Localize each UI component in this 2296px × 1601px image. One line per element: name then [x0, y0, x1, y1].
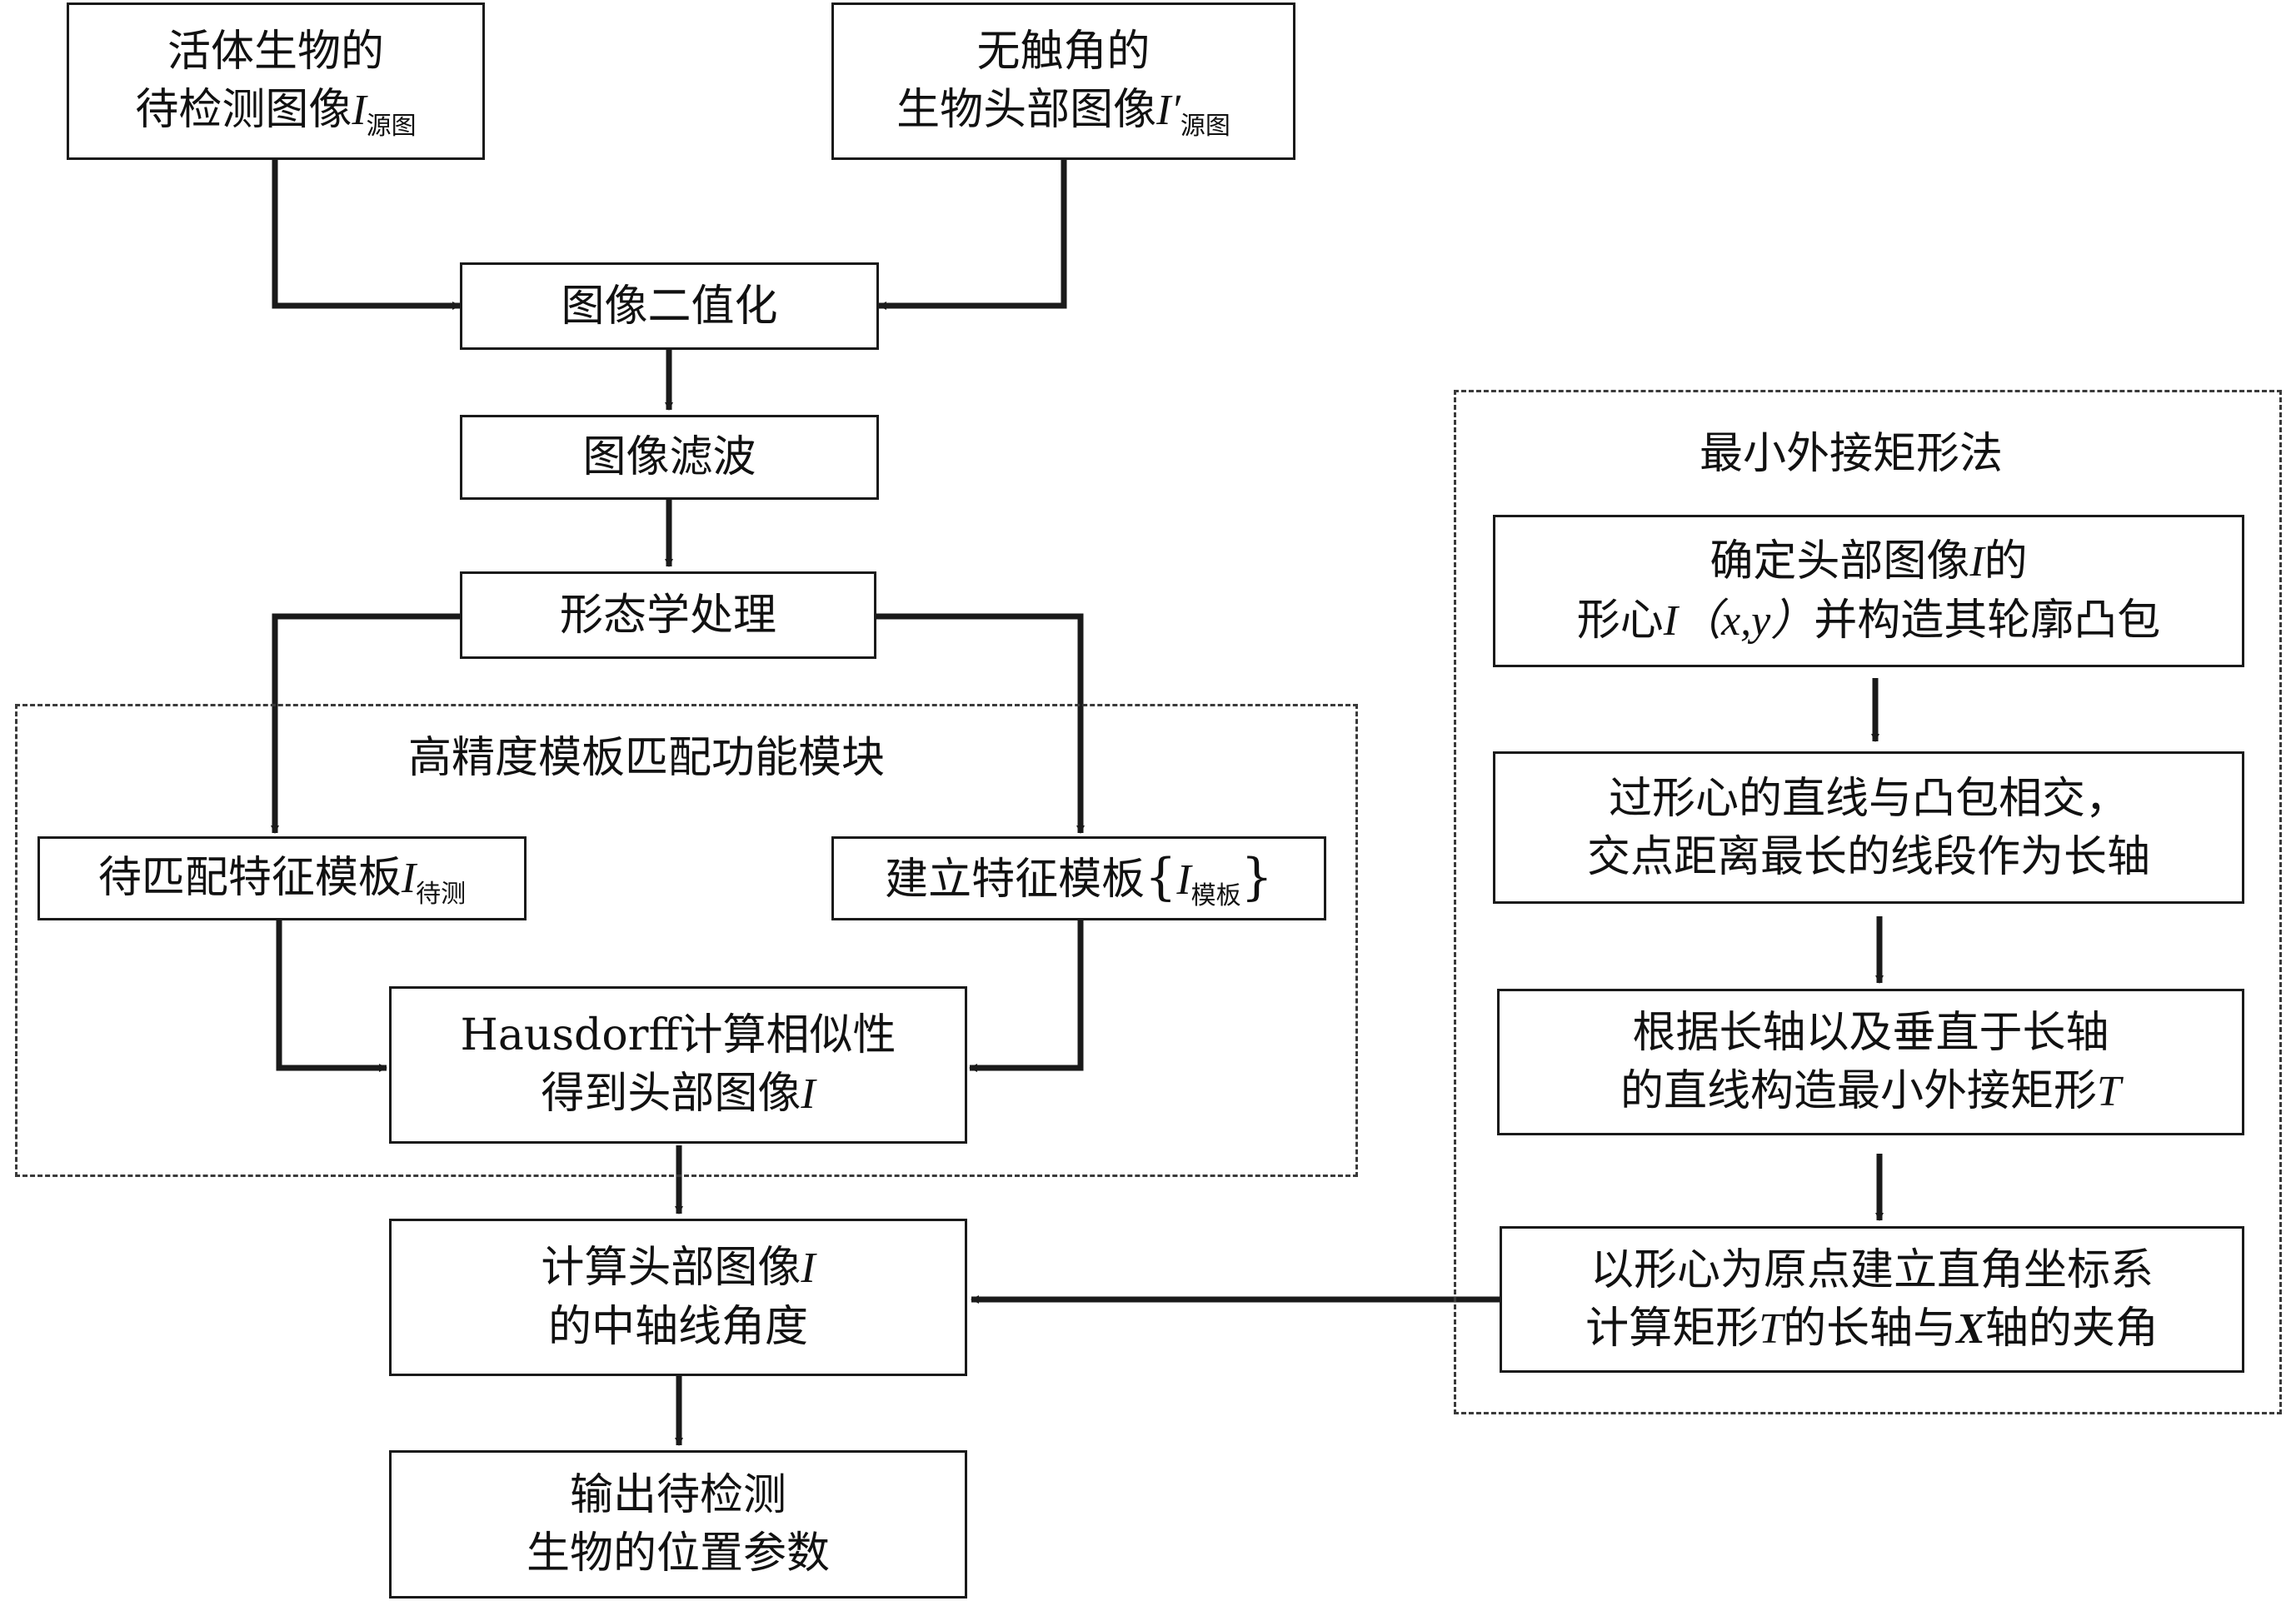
- hausdorff-line2: 得到头部图像I: [541, 1069, 816, 1119]
- output-line2: 生物的位置参数: [526, 1529, 830, 1579]
- binarize-step: 图像二值化: [460, 262, 879, 350]
- match-module-title: 高精度模板匹配功能模块: [408, 733, 886, 783]
- rect-step-axis-angle: 以形心为原点建立直角坐标系 计算矩形T的长轴与X轴的夹角: [1500, 1226, 2244, 1373]
- rect-step-min-rect-line2: 的直线构造最小外接矩形T: [1620, 1065, 2121, 1116]
- rect-method-group: [1454, 390, 2282, 1414]
- rect-method-title: 最小外接矩形法: [1700, 429, 2004, 479]
- rect-step-long-axis-line1: 过形心的直线与凸包相交，: [1608, 773, 2129, 824]
- build-template: 建立特征模板{I模板}: [831, 836, 1326, 920]
- rect-step-long-axis-line2: 交点距离最长的线段作为长轴: [1586, 831, 2150, 882]
- rect-step-min-rect-line1: 根据长轴以及垂直于长轴: [1632, 1007, 2109, 1058]
- source-image-reference-line2: 生物头部图像I′源图: [896, 85, 1230, 141]
- arrow-morph-to-match: [271, 613, 462, 834]
- rect-step-centroid-line2: 形心I（x,y）并构造其轮廓凸包: [1576, 595, 2161, 646]
- arrow-build-to-hausdorff: [969, 920, 1084, 1072]
- rect-step-centroid-line1: 确定头部图像I的: [1710, 536, 2028, 586]
- rect-step-min-rect: 根据长轴以及垂直于长轴 的直线构造最小外接矩形T: [1497, 989, 2244, 1135]
- calc-angle-line2: 的中轴线角度: [547, 1302, 808, 1352]
- morphology-step: 形态学处理: [460, 571, 876, 659]
- arrow-match-to-hausdorff: [276, 920, 387, 1072]
- rect-step-axis-angle-line2: 计算矩形T的长轴与X轴的夹角: [1585, 1303, 2159, 1354]
- match-module-group: [15, 704, 1358, 1177]
- rect-step-long-axis: 过形心的直线与凸包相交， 交点距离最长的线段作为长轴: [1493, 751, 2244, 904]
- build-template-label: 建立特征模板{I模板}: [885, 847, 1273, 910]
- rect-step-centroid: 确定头部图像I的 形心I（x,y）并构造其轮廓凸包: [1493, 515, 2244, 667]
- arrow-ref-to-binarize: [878, 158, 1067, 310]
- template-to-match-label: 待匹配特征模板I待测: [97, 853, 467, 909]
- source-image-reference: 无触角的 生物头部图像I′源图: [831, 2, 1295, 160]
- source-image-live: 活体生物的 待检测图像I源图: [67, 2, 485, 160]
- source-image-live-line2: 待检测图像I源图: [135, 85, 417, 141]
- hausdorff-similarity: Hausdorff计算相似性 得到头部图像I: [389, 986, 967, 1144]
- template-to-match: 待匹配特征模板I待测: [37, 836, 527, 920]
- hausdorff-line1: Hausdorff计算相似性: [460, 1010, 896, 1060]
- source-image-reference-line1: 无触角的: [976, 27, 1150, 77]
- rect-step-axis-angle-line1: 以形心为原点建立直角坐标系: [1590, 1244, 2154, 1295]
- arrow-morph-to-build: [876, 613, 1085, 834]
- arrow-live-to-binarize: [272, 158, 461, 310]
- calc-axis-angle: 计算头部图像I 的中轴线角度: [389, 1219, 967, 1376]
- calc-angle-line1: 计算头部图像I: [541, 1243, 816, 1293]
- output-position: 输出待检测 生物的位置参数: [389, 1450, 967, 1599]
- output-line1: 输出待检测: [569, 1470, 786, 1520]
- source-image-live-line1: 活体生物的: [167, 27, 384, 77]
- filter-step: 图像滤波: [460, 415, 879, 500]
